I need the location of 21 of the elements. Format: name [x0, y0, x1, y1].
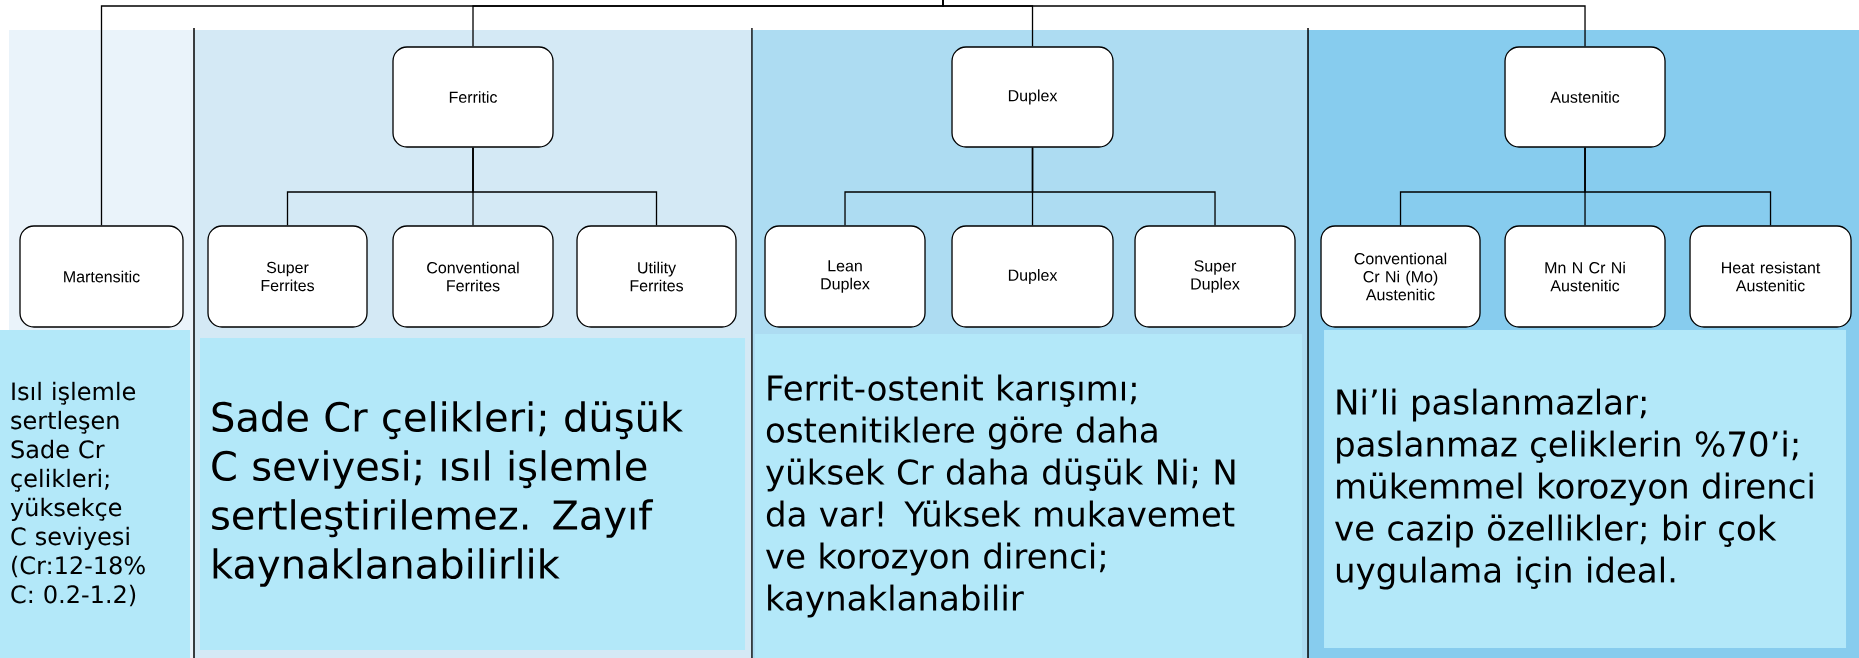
- description-box: Isıl işlemle sertleşen Sade Cr çelikleri; yüksekçe C seviyesi (Cr:12-18% C: 0.2-1.2): [0, 330, 190, 658]
- rounded-box: Mn N Cr Ni Austenitic: [1504, 225, 1666, 328]
- description-box: Sade Cr çelikleri; düşük C seviyesi; ısıl işlemle sertleştirilemez. Zayıf kaynaklanabilirlik: [200, 338, 745, 650]
- connector-line: [1584, 147, 1772, 226]
- rounded-box: Super Duplex: [1134, 225, 1296, 328]
- rounded-box: Martensitic: [19, 225, 184, 328]
- connector-line: [942, 0, 1586, 47]
- rounded-box: Super Ferrites: [207, 225, 368, 328]
- rounded-box: Conventional Ferrites: [392, 225, 554, 328]
- description-box: Ferrit-ostenit karışımı; ostenitiklere göre daha yüksek Cr daha düşük Ni; N da var! Yüksek mukavemet ve korozyon direnci; kaynaklanabilir: [755, 334, 1302, 658]
- rounded-box: Austenitic: [1504, 46, 1666, 148]
- rounded-box: Utility Ferrites: [576, 225, 737, 328]
- rounded-box: Ferritic: [392, 46, 554, 148]
- rounded-box: Duplex: [951, 46, 1114, 148]
- rounded-box: Lean Duplex: [764, 225, 926, 328]
- connector-line: [472, 147, 658, 226]
- description-box: Ni’li paslanmazlar; paslanmaz çeliklerin %70’i; mükemmel korozyon direnci ve cazip özellikler; bir çok uygulama için ideal.: [1324, 330, 1847, 648]
- connector-line: [1031, 147, 1216, 226]
- rounded-box: Heat resistant Austenitic: [1689, 225, 1852, 328]
- rounded-box: Conventional Cr Ni (Mo) Austenitic: [1320, 225, 1481, 328]
- rounded-box: Duplex: [951, 225, 1114, 328]
